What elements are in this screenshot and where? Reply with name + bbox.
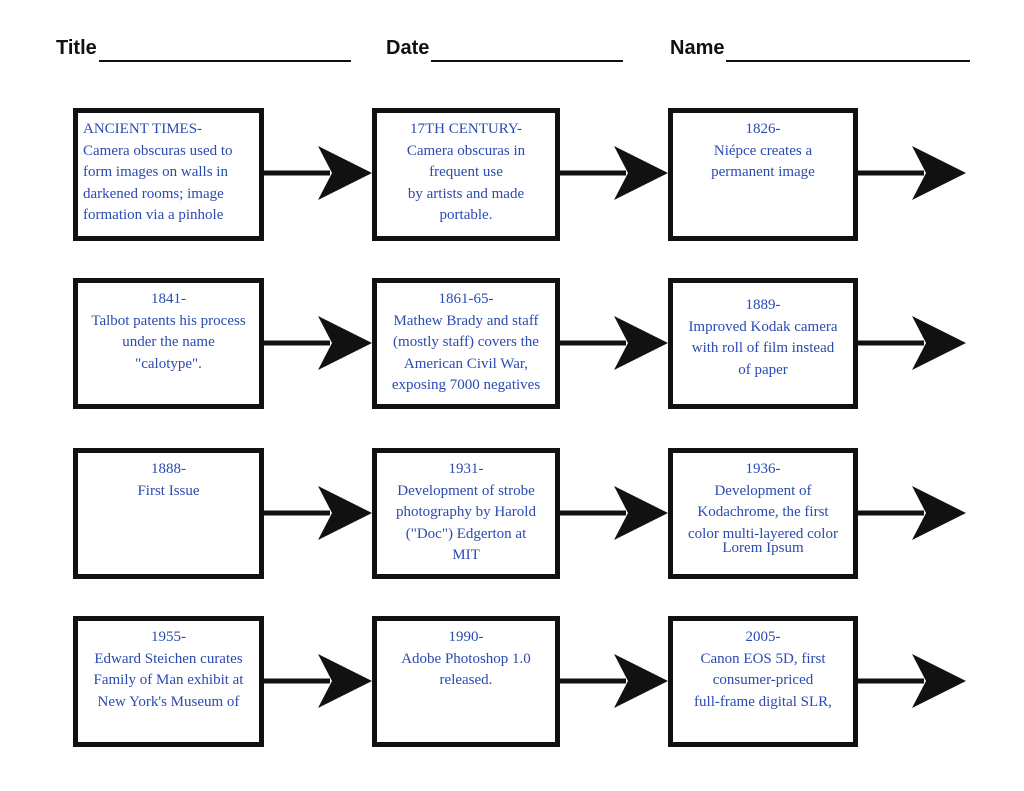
timeline-box-1826: 1826- Niépce creates a permanent image xyxy=(668,108,858,241)
timeline-box-ancient-times: ANCIENT TIMES- Camera obscuras used to f… xyxy=(73,108,264,241)
event-text: 1955- Edward Steichen curates Family of … xyxy=(93,629,244,710)
name-field: Name xyxy=(670,34,971,62)
event-text: 1826- Niépce creates a permanent image xyxy=(711,121,815,180)
timeline-box-1931: 1931- Development of strobe photography … xyxy=(372,448,560,579)
event-text: 2005- Canon EOS 5D, first consumer-price… xyxy=(694,629,832,710)
arrow-row-3 xyxy=(263,486,966,540)
date-blank-line xyxy=(431,38,624,62)
event-text: 1936- Development of Kodachrome, the fir… xyxy=(688,461,838,542)
arrow-row-2 xyxy=(263,316,966,370)
placeholder-overlay-text: Lorem Ipsum xyxy=(722,540,804,556)
timeline-box-1990: 1990- Adobe Photoshop 1.0 released. xyxy=(372,616,560,747)
event-text: 1841- Talbot patents his process under t… xyxy=(91,291,246,372)
event-text: 1931- Development of strobe photography … xyxy=(396,461,536,563)
event-text: ANCIENT TIMES- Camera obscuras used to f… xyxy=(83,121,233,223)
timeline-box-1889: 1889- Improved Kodak camera with roll of… xyxy=(668,278,858,409)
name-blank-line xyxy=(726,38,971,62)
event-text: 1889- Improved Kodak camera with roll of… xyxy=(688,297,838,378)
name-label: Name xyxy=(670,37,725,59)
event-text: 1861-65- Mathew Brady and staff (mostly … xyxy=(391,291,541,393)
timeline-box-1841: 1841- Talbot patents his process under t… xyxy=(73,278,264,409)
arrow-row-4 xyxy=(263,654,966,708)
title-blank-line xyxy=(98,38,351,62)
title-field: Title xyxy=(56,34,351,62)
event-text: 1990- Adobe Photoshop 1.0 released. xyxy=(401,629,531,688)
timeline-box-1861-65: 1861-65- Mathew Brady and staff (mostly … xyxy=(372,278,560,409)
date-label: Date xyxy=(386,37,430,59)
timeline-box-17th-century: 17TH CENTURY- Camera obscuras in frequen… xyxy=(372,108,560,241)
event-text: 1888- First Issue xyxy=(137,461,200,499)
timeline-box-1955: 1955- Edward Steichen curates Family of … xyxy=(73,616,264,747)
title-label: Title xyxy=(56,37,97,59)
timeline-box-1888: 1888- First Issue xyxy=(73,448,264,579)
arrow-row-1 xyxy=(263,146,966,200)
event-text: 17TH CENTURY- Camera obscuras in frequen… xyxy=(406,121,526,223)
timeline-box-2005: 2005- Canon EOS 5D, first consumer-price… xyxy=(668,616,858,747)
date-field: Date xyxy=(386,34,624,62)
timeline-box-1936: 1936- Development of Kodachrome, the fir… xyxy=(668,448,858,579)
